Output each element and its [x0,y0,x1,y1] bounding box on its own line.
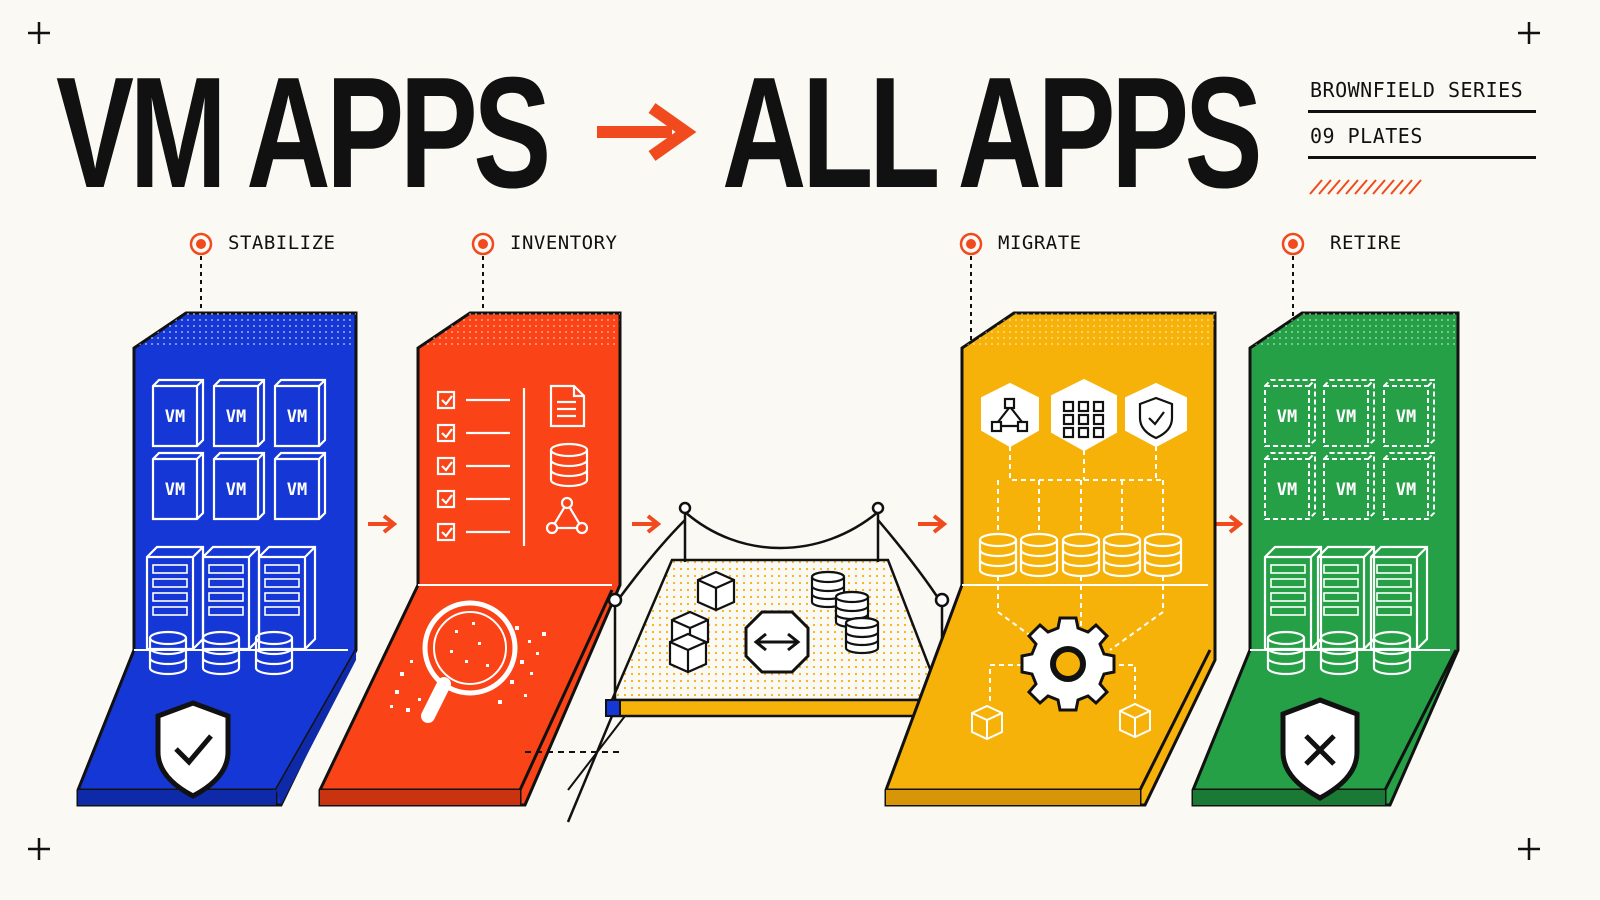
stage-label-migrate: MIGRATE [998,232,1082,254]
document-icon [549,384,586,428]
bridge-platform [525,501,950,823]
title-right: ALL APPS [722,45,1263,221]
migrate-connectors [989,446,1165,705]
magnifier-icon [390,600,546,723]
vm-label: VM [1336,480,1356,500]
stage-label-inventory: INVENTORY [510,232,618,254]
vm-label: VM [1336,407,1356,427]
title-left: VM APPS [56,45,551,221]
vm-label: VM [1396,407,1416,427]
vm-label: VM [226,480,246,500]
stage-label-retire: RETIRE [1330,232,1402,254]
stage-markers [189,232,1305,345]
network-node-icon [545,496,589,535]
vm-label: VM [287,480,307,500]
migrate-panel [884,311,1217,807]
retire-panel: VM VM VM VM VM VM [1191,311,1460,807]
vm-label: VM [1396,480,1416,500]
series-rule [1308,110,1536,113]
stage-label-stabilize: STABILIZE [228,232,336,254]
two-way-arrow-icon [744,610,810,674]
series-plates: 09 PLATES [1310,124,1423,148]
vm-label: VM [1277,480,1297,500]
vm-label: VM [165,480,185,500]
vm-label: VM [226,407,246,427]
series-rule [1308,156,1536,159]
vm-label: VM [287,407,307,427]
vm-label: VM [1277,407,1297,427]
shield-x-icon [1280,697,1360,801]
gear-icon [1020,616,1116,712]
shield-check-icon [155,700,231,799]
flow-arrows [368,514,1244,534]
inventory-panel [318,311,622,807]
title-arrow-icon [597,103,697,161]
vm-label: VM [165,407,185,427]
vm-labels: VM VM VM VM VM VM [165,407,307,500]
vm-labels: VM VM VM VM VM VM [1277,407,1416,500]
series-name: BROWNFIELD SERIES [1310,78,1524,102]
stabilize-panel: VM VM VM VM VM VM [76,311,358,807]
checklist-icon [436,388,526,546]
corner-marks [28,22,1540,860]
hatch-decoration [1309,179,1422,195]
